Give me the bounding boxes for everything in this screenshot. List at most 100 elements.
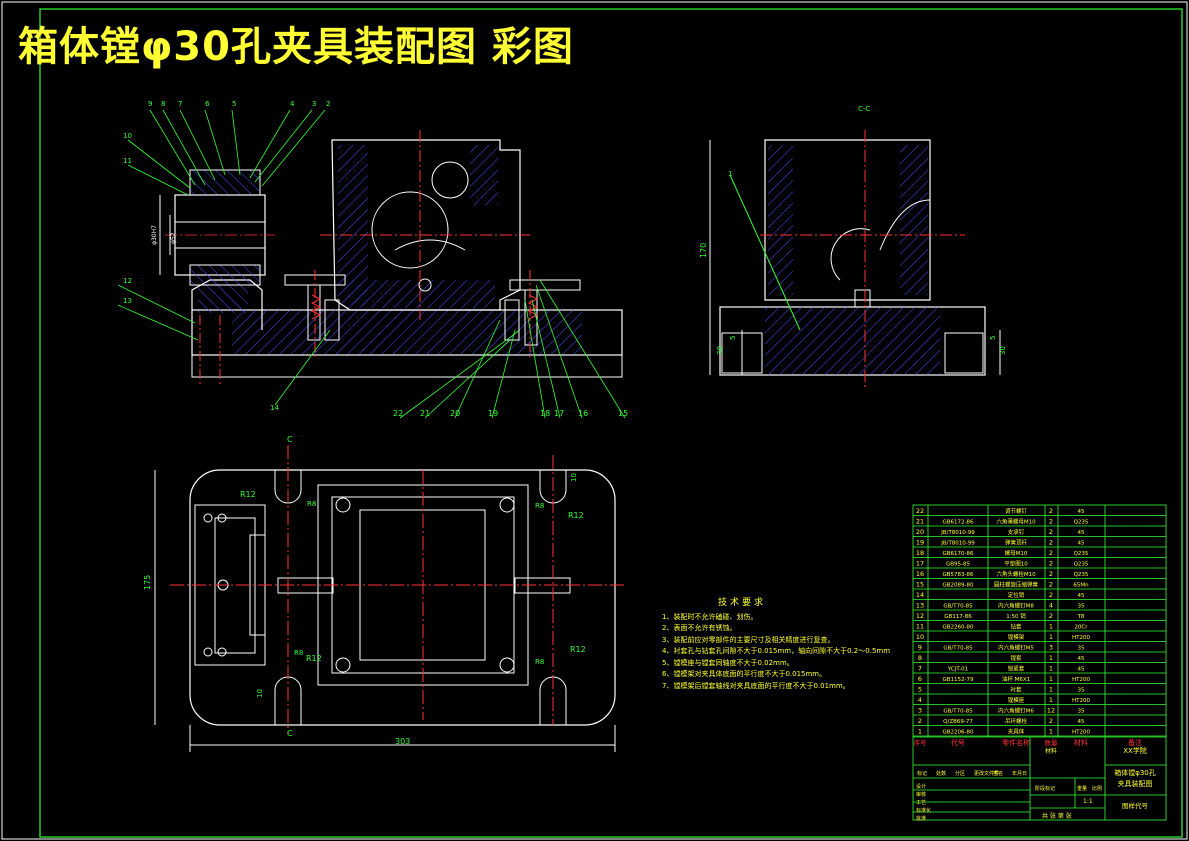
tech-line: 4、衬套孔与钻套孔间隙不大于0.015mm，轴向间隙不大于0.2～0.5mm: [662, 647, 891, 655]
bom-material: 45: [1078, 530, 1085, 536]
bom-material: 35: [1078, 604, 1085, 610]
bom-qty: 2: [1049, 528, 1053, 536]
dimension: 170: [699, 243, 708, 258]
bom-name: 镗模座: [1008, 696, 1025, 704]
dimension: 30: [716, 346, 724, 355]
bom-name: 螺母M10: [1005, 549, 1028, 557]
tech-line: 7、镗模架后镗套轴线对夹具底面的平行度不大于0.01mm。: [662, 681, 850, 690]
dimension: R8: [294, 649, 303, 657]
bom-qty: 4: [1049, 602, 1053, 610]
bom-no: 14: [916, 591, 924, 599]
role-label: 工艺: [916, 800, 926, 806]
bom-qty: 12: [1047, 707, 1055, 715]
bom-no: 16: [916, 570, 924, 578]
role-label: 批准: [916, 815, 926, 822]
bom-material: 35: [1078, 646, 1085, 652]
callout-number: 11: [123, 157, 132, 165]
bom-no: 2: [918, 717, 922, 725]
bom-code: GB/T70-85: [943, 604, 973, 610]
bom-name: 支承钉: [1008, 528, 1025, 536]
scale-label: 比例: [1092, 785, 1102, 792]
bom-material: Q235: [1074, 520, 1089, 526]
bom-no: 7: [918, 665, 922, 673]
bom-code: GB6172-86: [942, 520, 974, 526]
tech-line: 3、装配前应对零部件的主要尺寸及相关精度进行复查。: [662, 635, 835, 644]
bom-material: 45: [1078, 541, 1085, 547]
drawing-name: 箱体镗φ30孔: [1114, 768, 1156, 777]
callout-number: 21: [420, 409, 430, 418]
dimension: φ30H7: [151, 225, 158, 245]
front-view: [159, 130, 623, 385]
bom-no: 10: [916, 633, 924, 641]
callout-number: 13: [123, 297, 132, 305]
bom-no: 19: [916, 539, 924, 547]
bom-no: 11: [916, 623, 924, 631]
tech-line: 1、装配时不允许磕碰、划伤。: [662, 612, 758, 621]
bom-name: 调节螺钉: [1005, 507, 1028, 515]
cut-mark: C: [287, 435, 293, 444]
callout-number: 5: [232, 100, 236, 108]
bom-no: 13: [916, 602, 924, 610]
callout-number: 4: [290, 100, 295, 108]
dimension: 10: [570, 473, 578, 482]
bom-material: 45: [1078, 667, 1085, 673]
bom-no: 3: [918, 707, 922, 715]
bom-qty: 2: [1049, 581, 1053, 589]
callout-number: 6: [205, 100, 210, 108]
role-label: 标准化: [916, 807, 931, 814]
bom-code: JB/T8010-99: [940, 541, 975, 547]
bom-name: 内六角螺钉M6: [998, 707, 1034, 715]
drawing-no: 图样代号: [1122, 801, 1149, 810]
callout-number: 14: [270, 404, 279, 412]
bom-qty: 1: [1049, 623, 1053, 631]
bom-material: HT200: [1072, 635, 1090, 641]
bom-table: [912, 504, 1167, 821]
bom-no: 21: [916, 518, 924, 526]
scale-value: 1:1: [1083, 798, 1093, 805]
inner-frame: [39, 8, 1183, 838]
dimension: 5: [989, 336, 997, 340]
bom-name: 定位销: [1008, 591, 1025, 599]
bom-qty: 1: [1049, 633, 1053, 641]
cut-mark: C: [287, 729, 293, 738]
bom-code: GB2260-80: [942, 625, 974, 631]
tech-line: 5、镗模座与镗套同轴度不大于0.02mm。: [662, 658, 794, 667]
bom-no: 18: [916, 549, 924, 557]
dimension: R8: [535, 658, 544, 666]
bom-material: Q235: [1074, 562, 1089, 568]
dimension: φ52: [170, 232, 177, 244]
bom-name: 油杯 M6X1: [1002, 675, 1030, 683]
material-cell: 材料: [1045, 747, 1057, 755]
bom-code: Q/ZB69-77: [943, 719, 973, 725]
bom-no: 22: [916, 507, 924, 515]
dimension: R8: [307, 500, 316, 508]
bom-header: 零件名称: [1002, 738, 1030, 747]
bom-no: 20: [916, 528, 924, 536]
callout-number: 17: [554, 409, 564, 418]
callout-number: 16: [578, 409, 588, 418]
bom-header: 序号: [914, 738, 928, 747]
bom-name: 内六角螺钉M5: [998, 644, 1034, 652]
bom-no: 5: [918, 686, 922, 694]
stage-label: 阶段标记: [1035, 785, 1055, 792]
bom-code: GB2089-80: [942, 583, 974, 589]
callout-number: 19: [488, 409, 498, 418]
bom-name: 弹簧顶杆: [1005, 539, 1028, 547]
callout-number: 15: [618, 409, 628, 418]
bom-qty: 1: [1049, 696, 1053, 704]
bom-material: T8: [1077, 614, 1085, 620]
bom-qty: 2: [1049, 591, 1053, 599]
dimension: 175: [143, 575, 152, 590]
bom-qty: 2: [1049, 549, 1053, 557]
bom-code: GB/T70-85: [943, 646, 973, 652]
bom-material: 45: [1078, 656, 1085, 662]
bom-material: 35: [1078, 688, 1085, 694]
drawing-title: 箱体镗φ30孔夹具装配图 彩图: [18, 24, 574, 70]
technical-requirements: 技术要求 1、装配时不允许磕碰、划伤。 2、表面不允许有锈蚀。 3、装配前应对零…: [662, 598, 890, 692]
leader-lines: [117, 109, 626, 419]
callout-number: 9: [148, 100, 152, 108]
bom-no: 12: [916, 612, 924, 620]
revision-header: 签名: [993, 770, 1003, 777]
bom-code: GB1152-79: [942, 677, 974, 683]
bom-qty: 3: [1049, 644, 1053, 652]
